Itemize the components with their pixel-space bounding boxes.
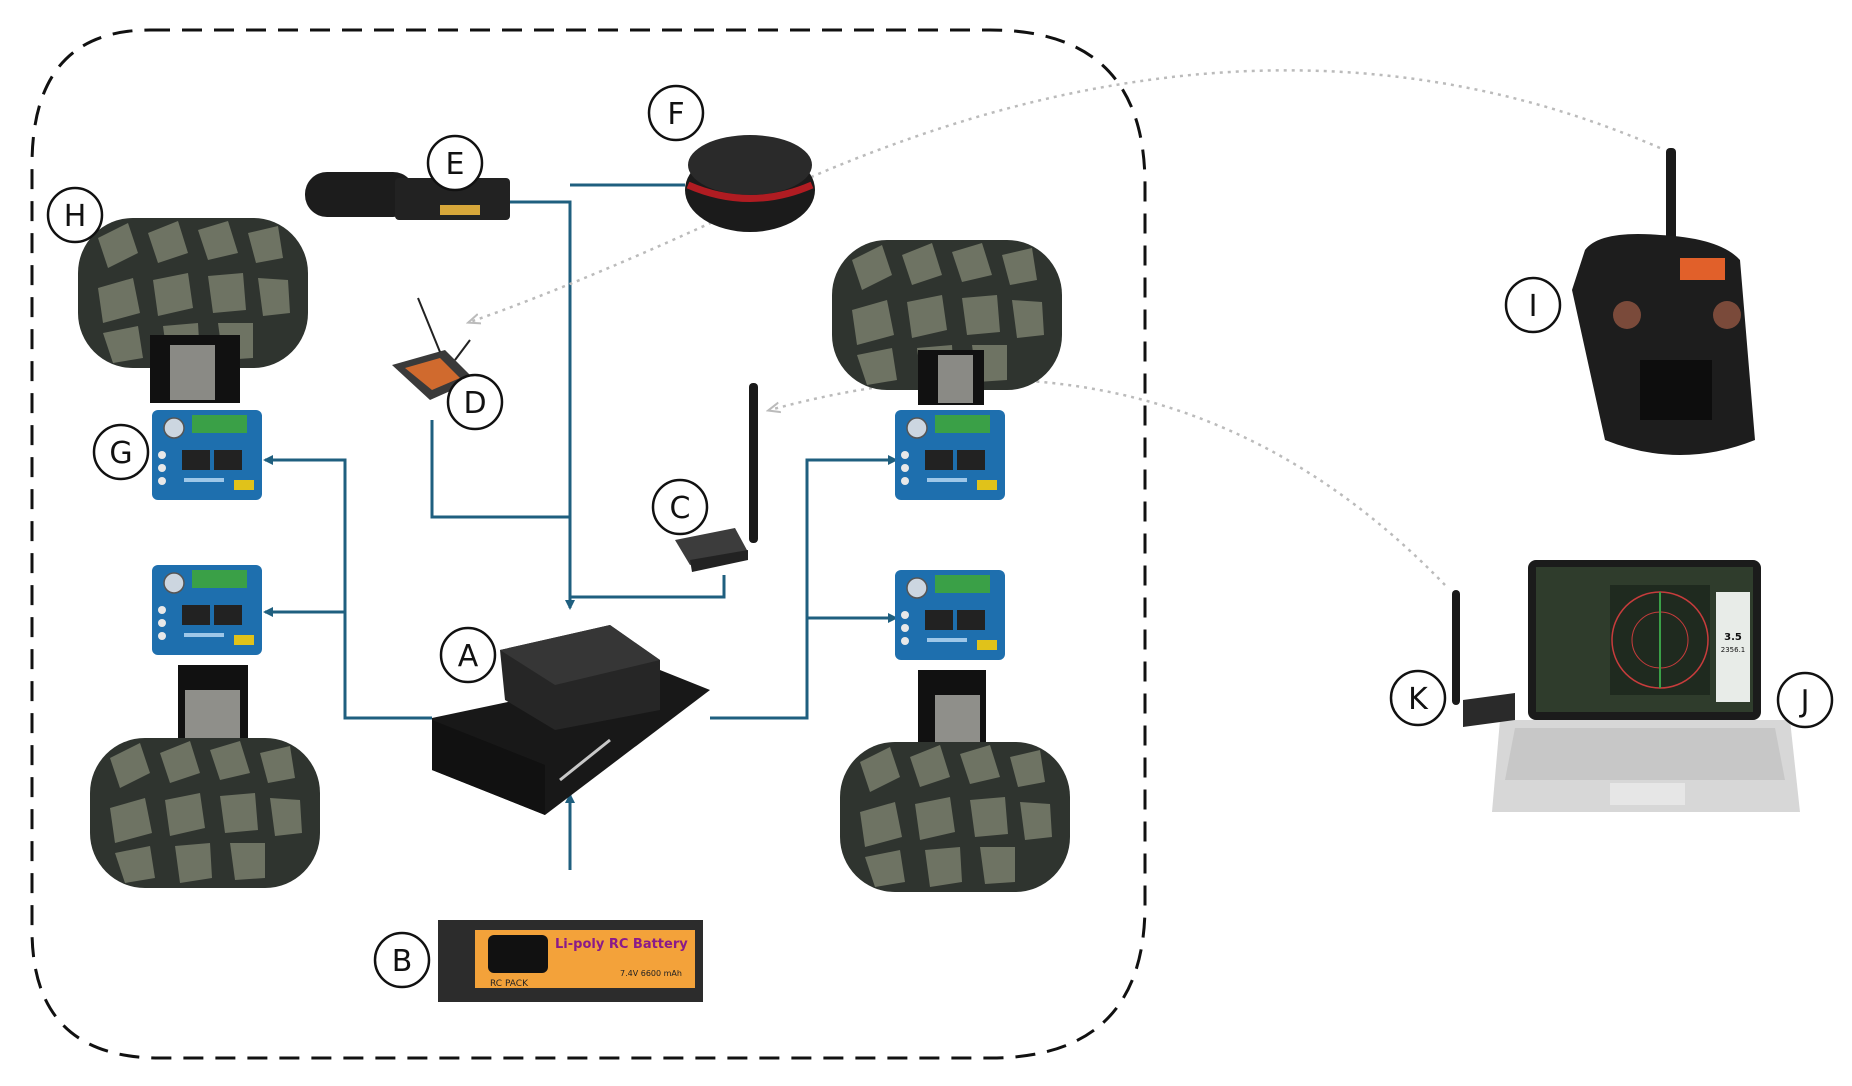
wireless-links: [470, 69, 1661, 586]
battery-icon: Li-poly RC Battery RC PACK 7.4V 6600 mAh: [438, 920, 703, 1002]
screen-main-value: 3.5: [1724, 632, 1742, 643]
svg-text:B: B: [392, 944, 413, 979]
gps-module-icon: [685, 135, 815, 232]
svg-text:C: C: [670, 491, 691, 526]
motor-driver-icon: [894, 409, 1006, 501]
label-K: K: [1389, 669, 1447, 727]
label-J: J: [1776, 671, 1834, 729]
wire-controller-to-left-top-driver: [263, 455, 432, 720]
svg-text:I: I: [1529, 289, 1538, 324]
label-A: A: [439, 626, 497, 684]
battery-brand-text: Li-poly RC Battery: [555, 937, 688, 952]
motor-driver-icon: [151, 409, 263, 501]
wheel-icon: [90, 665, 320, 888]
link-ground-radio-to-telemetry: [770, 378, 1446, 586]
label-D: D: [446, 373, 504, 431]
label-G: G: [92, 423, 150, 481]
screen-sub-value: 2356.1: [1721, 646, 1746, 654]
laptop-icon: 3.5 2356.1: [1492, 560, 1800, 812]
label-C: C: [651, 478, 709, 536]
label-H: H: [46, 186, 104, 244]
component-labels: A B C D E F G H I J K: [46, 84, 1834, 989]
battery-pack-text: RC PACK: [490, 979, 529, 989]
link-transmitter-to-receiver: [470, 69, 1661, 322]
battery-spec-text: 7.4V 6600 mAh: [620, 969, 682, 978]
wheel-icon: [832, 240, 1062, 405]
svg-text:G: G: [109, 436, 132, 471]
motor-driver-icon: [151, 564, 263, 656]
wheel-icon: [840, 670, 1070, 892]
wire-receiver-to-controller: [430, 420, 570, 519]
wires: [263, 183, 898, 870]
ground-radio-icon: [1452, 590, 1515, 727]
svg-text:H: H: [64, 199, 87, 234]
wire-telemetry-to-controller: [570, 575, 726, 599]
label-F: F: [647, 84, 705, 142]
svg-text:D: D: [463, 386, 486, 421]
telemetry-radio-icon: [675, 383, 758, 572]
svg-text:J: J: [1799, 684, 1810, 719]
rc-transmitter-icon: [1572, 148, 1755, 455]
flight-controller-icon: [432, 625, 710, 815]
camera-module-icon: [305, 172, 510, 220]
motor-driver-icon: [894, 569, 1006, 661]
label-I: I: [1504, 276, 1562, 334]
svg-text:K: K: [1408, 682, 1429, 717]
rover-boundary: [30, 28, 1147, 1060]
label-B: B: [373, 931, 431, 989]
wheel-icon: [78, 218, 308, 403]
svg-text:F: F: [667, 97, 684, 132]
label-E: E: [426, 134, 484, 192]
wire-controller-to-right-top-driver: [710, 455, 898, 720]
svg-text:A: A: [458, 639, 479, 674]
svg-text:E: E: [446, 147, 465, 182]
wire-camera-to-controller: [510, 200, 575, 610]
